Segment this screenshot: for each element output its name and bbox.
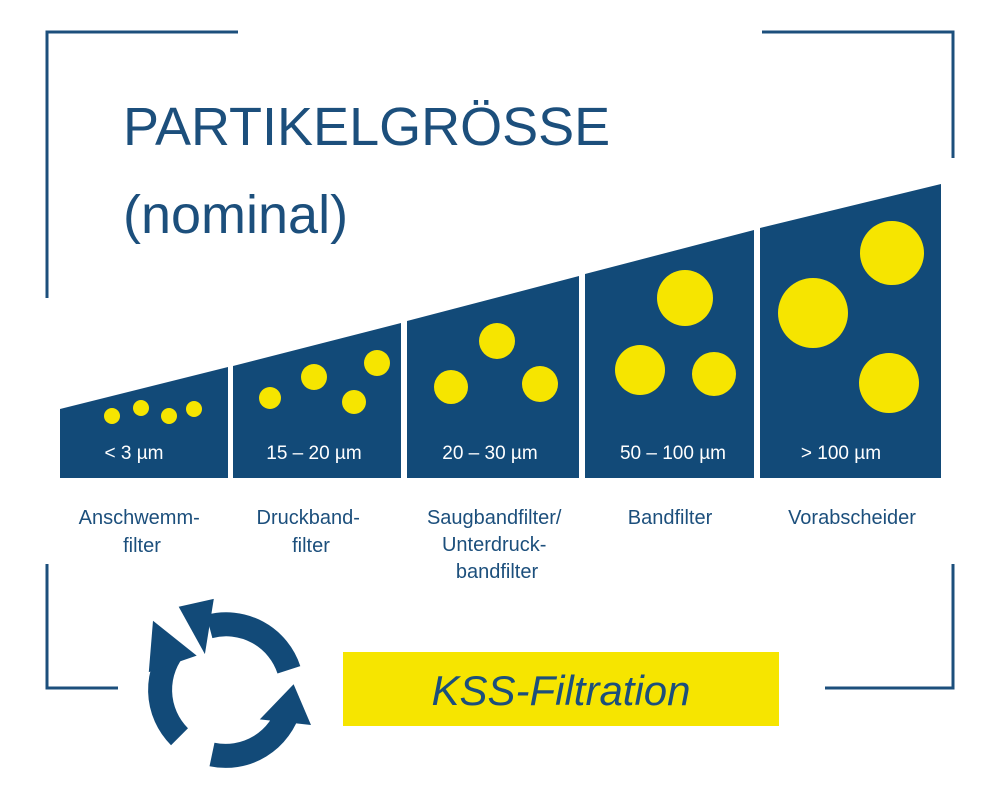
particle bbox=[133, 400, 149, 416]
size-range-label: > 100 µm bbox=[801, 443, 881, 464]
filter-label-line: Saugbandfilter/ bbox=[427, 507, 562, 529]
segment-1-background bbox=[60, 367, 228, 478]
frame-top-left bbox=[45, 30, 238, 298]
size-range-label: 50 – 100 µm bbox=[620, 443, 726, 464]
filter-label-line: bandfilter bbox=[456, 561, 539, 583]
page-title: PARTIKELGRÖSSE bbox=[123, 97, 610, 157]
segment-3-background bbox=[407, 276, 579, 478]
filter-label-line: filter bbox=[292, 535, 330, 557]
filter-label-line: Druckband- bbox=[257, 507, 360, 529]
filter-label: Druckband- filter bbox=[257, 507, 366, 557]
filter-label-line: Vorabscheider bbox=[788, 507, 916, 529]
recycle-arrow-head bbox=[148, 620, 197, 673]
size-range-label: 20 – 30 µm bbox=[442, 443, 537, 464]
filter-label-line: Bandfilter bbox=[628, 507, 713, 529]
filter-label-line: Unterdruck- bbox=[442, 534, 546, 556]
filter-label: Anschwemm- filter bbox=[79, 507, 206, 557]
size-range-label: < 3 µm bbox=[105, 443, 164, 464]
particle bbox=[342, 390, 366, 414]
recycle-arrows-icon bbox=[148, 598, 311, 768]
filter-label-line: filter bbox=[123, 535, 161, 557]
particle bbox=[259, 387, 281, 409]
recycle-arrow-arc bbox=[206, 612, 301, 675]
frame-bottom-left bbox=[45, 564, 118, 690]
segment-4-background bbox=[585, 230, 754, 478]
filter-label-line: Anschwemm- bbox=[79, 507, 200, 529]
particle bbox=[161, 408, 177, 424]
filter-label: Vorabscheider bbox=[788, 507, 916, 529]
particles bbox=[104, 221, 924, 424]
filter-labels: Anschwemm- filter Druckband- filter Saug… bbox=[79, 507, 917, 583]
particle bbox=[860, 221, 924, 285]
particle bbox=[615, 345, 665, 395]
segment-2-background bbox=[233, 323, 401, 478]
filter-label: Saugbandfilter/ Unterdruck- bandfilter bbox=[427, 507, 567, 583]
particle bbox=[778, 278, 848, 348]
particle bbox=[522, 366, 558, 402]
particle bbox=[186, 401, 202, 417]
brand-label: KSS-Filtration bbox=[431, 667, 690, 714]
frame-brackets bbox=[45, 30, 955, 690]
particle bbox=[104, 408, 120, 424]
particle bbox=[301, 364, 327, 390]
particle bbox=[692, 352, 736, 396]
particle bbox=[859, 353, 919, 413]
recycle-arrow-head bbox=[259, 684, 311, 725]
recycle-arrow-head bbox=[178, 598, 214, 655]
frame-bottom-right bbox=[825, 564, 955, 690]
frame-top-right bbox=[762, 30, 955, 158]
brand-box bbox=[343, 652, 779, 726]
particle bbox=[479, 323, 515, 359]
size-ranges: < 3 µm 15 – 20 µm 20 – 30 µm 50 – 100 µm… bbox=[105, 443, 882, 464]
particle bbox=[364, 350, 390, 376]
particle bbox=[657, 270, 713, 326]
size-range-label: 15 – 20 µm bbox=[266, 443, 361, 464]
page-subtitle: (nominal) bbox=[123, 185, 348, 245]
particle bbox=[434, 370, 468, 404]
filter-label: Bandfilter bbox=[628, 507, 713, 529]
